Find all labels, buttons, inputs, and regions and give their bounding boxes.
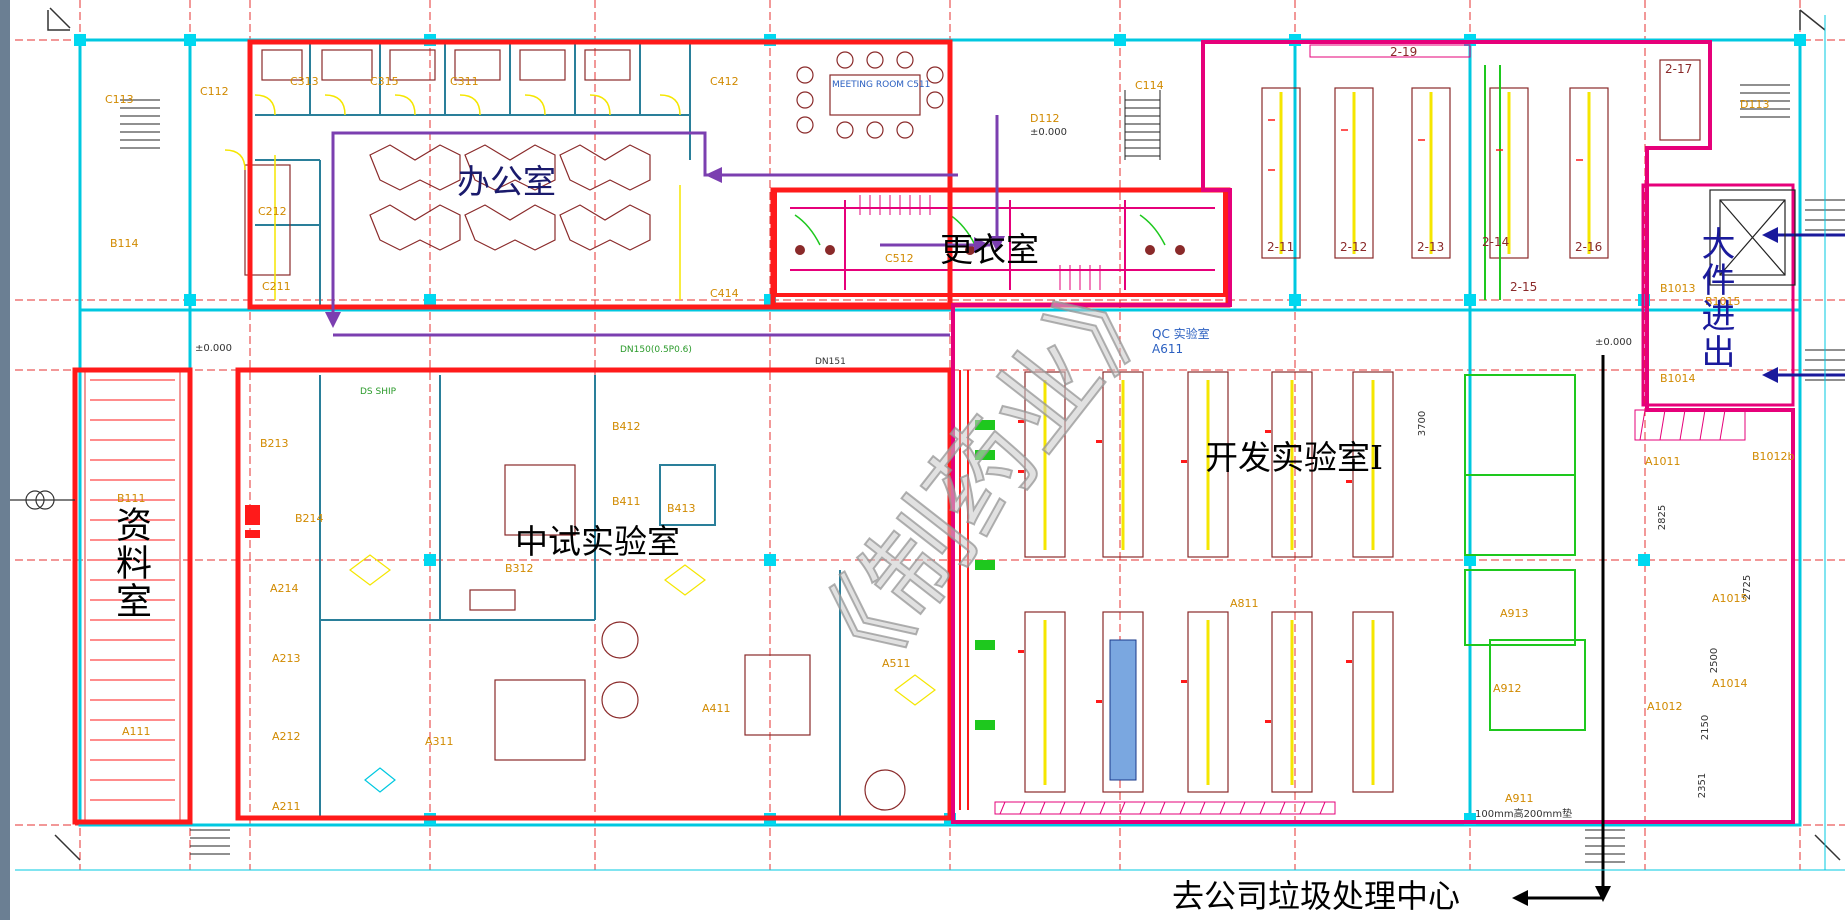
- waste-route-label: 去公司垃圾处理中心: [1172, 877, 1461, 915]
- room-code: B114: [110, 237, 139, 250]
- dim-2500: 2500: [1709, 647, 1721, 674]
- room-code: C414: [710, 287, 739, 300]
- hatched-bands: [994, 44, 1746, 815]
- room-code: C311: [450, 75, 479, 88]
- room-code: C211: [262, 280, 291, 293]
- room-code: B213: [260, 437, 289, 450]
- dim-2351: 2351: [1697, 772, 1709, 799]
- room-code: D113: [1740, 98, 1770, 111]
- office-partitions: [255, 42, 691, 305]
- level-mark-b: ±0.000: [1030, 127, 1068, 138]
- room-code: A811: [1230, 597, 1259, 610]
- dimension-ticks: [15, 15, 1845, 871]
- room-code: A111: [122, 725, 151, 738]
- workstation-clusters: [369, 144, 651, 251]
- bench-code: 2-16: [1575, 240, 1603, 254]
- room-code: A511: [882, 657, 911, 670]
- changing-room-fixtures: [773, 188, 1227, 297]
- personnel-flow-arrows: [331, 115, 999, 337]
- staircases: [120, 84, 1845, 863]
- pilot-lab-label: 中试实验室: [515, 522, 680, 561]
- room-code: B1013: [1660, 282, 1696, 295]
- level-mark-a: ±0.000: [195, 343, 233, 354]
- goods-entry-arrows: [1768, 233, 1845, 377]
- frame-edge: [0, 0, 10, 920]
- pipe-label: DN150(0.5P0.6): [620, 345, 692, 355]
- room-code: B411: [612, 495, 641, 508]
- qc-lab-code: A611: [1152, 342, 1184, 356]
- door-swings: [224, 94, 681, 300]
- room-code: B1015: [1705, 295, 1741, 308]
- room-code: A1012: [1647, 700, 1683, 713]
- dim-2150: 2150: [1700, 714, 1712, 741]
- level-mark-c: ±0.000: [1595, 337, 1633, 348]
- room-code: D112: [1030, 112, 1060, 125]
- bench-code: 2-13: [1417, 240, 1445, 254]
- dn-label: DN151: [815, 357, 846, 367]
- room-code: B1014: [1660, 372, 1696, 385]
- room-code: C114: [1135, 79, 1164, 92]
- dim-2825: 2825: [1657, 504, 1669, 531]
- room-code: A212: [272, 730, 301, 743]
- room-code: C412: [710, 75, 739, 88]
- pilot-zone-outline: [235, 367, 953, 821]
- bench-code: 2-17: [1665, 62, 1693, 76]
- room-code: A1011: [1645, 455, 1681, 468]
- room-code: A211: [272, 800, 301, 813]
- room-code: A214: [270, 582, 299, 595]
- room-code: C112: [200, 85, 229, 98]
- floor-note: 100mm高200mm垫: [1475, 809, 1573, 820]
- ds-label: DS SHIP: [360, 387, 397, 397]
- room-code: B412: [612, 420, 641, 433]
- room-code: B214: [295, 512, 324, 525]
- archive-zone-outline: [72, 367, 193, 825]
- room-code: A912: [1493, 682, 1522, 695]
- room-code: A911: [1505, 792, 1534, 805]
- room-code: A1015: [1712, 592, 1748, 605]
- room-code: A913: [1500, 607, 1529, 620]
- room-code: A411: [702, 702, 731, 715]
- office-furniture: [244, 49, 944, 276]
- room-code: C512: [885, 252, 914, 265]
- room-code: A213: [272, 652, 301, 665]
- qc-lab-label: QC 实验室: [1152, 327, 1210, 341]
- goods-entry-label: 大件进出: [1695, 226, 1735, 370]
- room-code: B413: [667, 502, 696, 515]
- bench-code: 2-12: [1340, 240, 1368, 254]
- dev-lab-label: 开发实验室I: [1205, 438, 1384, 477]
- meeting-room-label: MEETING ROOM C511: [832, 80, 931, 90]
- valve-symbol: [10, 490, 75, 510]
- room-code: C212: [258, 205, 287, 218]
- flow-arrowheads: [325, 167, 1005, 328]
- right-small-rooms: [1464, 374, 1586, 731]
- room-code: B1012b: [1752, 450, 1795, 463]
- room-code: C315: [370, 75, 399, 88]
- room-code: C113: [105, 93, 134, 106]
- bench-code: 2-15: [1510, 280, 1538, 294]
- bench-code: 2-11: [1267, 240, 1295, 254]
- corner-marks: [47, 7, 1841, 861]
- waste-route-arrow: [1520, 355, 1605, 900]
- dev-lab-zone-outline: [951, 40, 1795, 824]
- dim-3700: 3700: [1417, 410, 1429, 437]
- changing-room-label: 更衣室: [940, 230, 1039, 269]
- pilot-lab-internals: [245, 375, 936, 820]
- bench-code: 2-14: [1482, 235, 1510, 249]
- room-code: B312: [505, 562, 534, 575]
- office-label: 办公室: [457, 162, 556, 201]
- archive-label: 资料室: [110, 506, 151, 620]
- room-code: A311: [425, 735, 454, 748]
- lift: [1709, 189, 1796, 286]
- room-code: A1014: [1712, 677, 1748, 690]
- upper-lab-benches: [1261, 59, 1701, 300]
- dev-lab-benches: [959, 370, 1394, 810]
- bench-code: 2-19: [1390, 45, 1418, 59]
- room-code: B111: [117, 492, 146, 505]
- room-code: C313: [290, 75, 319, 88]
- hatch-areas: [349, 554, 936, 706]
